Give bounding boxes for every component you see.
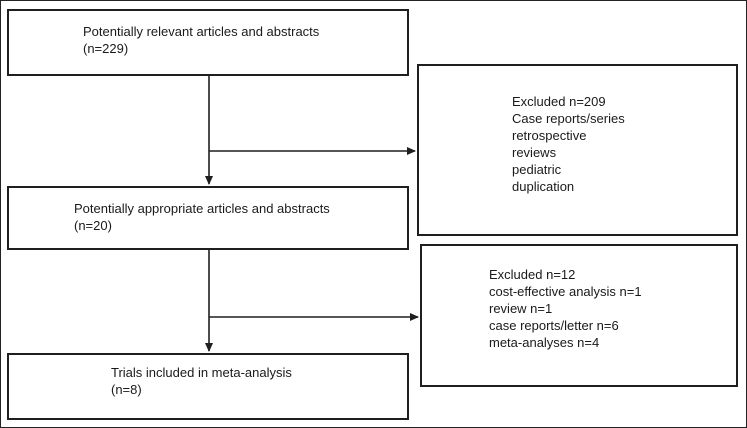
included-trials-text: Trials included in meta-analysis (n=8) [111,364,292,398]
screened-records-box: Potentially appropriate articles and abs… [7,186,409,250]
identified-records-text: Potentially relevant articles and abstra… [83,23,319,57]
included-trials-box: Trials included in meta-analysis (n=8) [7,353,409,420]
identified-count: (n=229) [83,41,129,56]
excluded-first-reason: Case reports/series [512,111,625,126]
excluded-second-reason: meta-analyses n=4 [489,335,600,350]
excluded-second-box: Excluded n=12 cost-effective analysis n=… [420,244,738,387]
screened-records-text: Potentially appropriate articles and abs… [74,200,330,234]
screened-title: Potentially appropriate articles and abs… [74,201,330,216]
excluded-first-reason: pediatric [512,162,562,177]
screened-count: (n=20) [74,218,112,233]
excluded-second-text: Excluded n=12 cost-effective analysis n=… [489,266,642,351]
included-title: Trials included in meta-analysis [111,365,292,380]
included-count: (n=8) [111,382,142,397]
excluded-second-reason: cost-effective analysis n=1 [489,284,642,299]
excluded-first-box: Excluded n=209 Case reports/series retro… [417,64,738,236]
identified-records-box: Potentially relevant articles and abstra… [7,9,409,76]
excluded-first-reason: duplication [512,179,575,194]
excluded-second-reason: review n=1 [489,301,553,316]
excluded-first-text: Excluded n=209 Case reports/series retro… [512,93,625,195]
identified-title: Potentially relevant articles and abstra… [83,24,320,39]
excluded-second-reason: case reports/letter n=6 [489,318,619,333]
excluded-first-total: Excluded n=209 [512,94,606,109]
excluded-first-reason: reviews [512,145,557,160]
excluded-second-total: Excluded n=12 [489,267,576,282]
excluded-first-reason: retrospective [512,128,587,143]
